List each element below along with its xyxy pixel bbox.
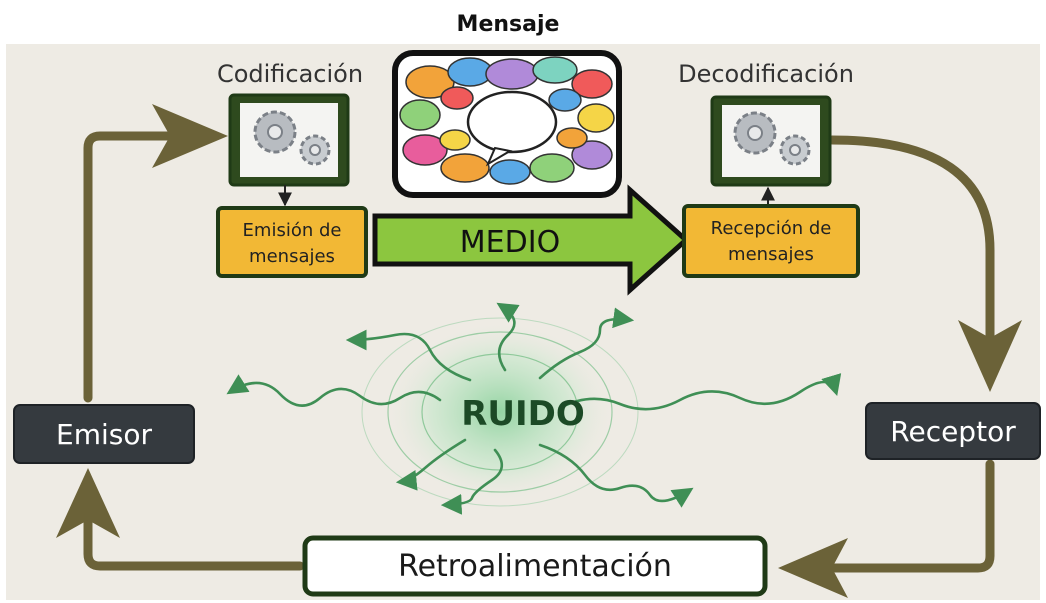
noise-area: RUIDO	[226, 302, 842, 515]
arrowhead-emisor	[56, 468, 120, 538]
codificacion-box	[228, 93, 350, 187]
title-mensaje: Mensaje	[457, 12, 560, 37]
retroalimentacion-label: Retroalimentación	[398, 549, 672, 584]
emision-label-line2: mensajes	[249, 246, 335, 267]
noise-wave-down	[440, 448, 504, 515]
speech-bubbles-icon	[399, 56, 615, 185]
arrowhead-receptor	[958, 320, 1022, 392]
decodificacion-box	[710, 95, 832, 187]
noise-wave-left	[226, 374, 442, 407]
recepcion-box: Recepción de mensajes	[682, 204, 860, 278]
arrowhead-retro	[778, 538, 848, 598]
gear-icon	[253, 110, 331, 166]
noise-wave-downright	[538, 443, 694, 508]
cycle-arrowheads	[56, 104, 1022, 598]
noise-wave-downleft	[395, 438, 467, 491]
decodificacion-label: Decodificación	[678, 60, 854, 88]
cycle-arrow-emisor-to-codificacion	[83, 131, 173, 403]
noise-wave-upright	[538, 307, 635, 380]
arrowhead-codificacion	[152, 104, 228, 168]
noise-wave-upleft	[345, 329, 472, 382]
codificacion-label: Codificación	[217, 60, 363, 88]
emisor-label: Emisor	[56, 418, 152, 451]
gear-icon-decodificacion	[733, 111, 811, 166]
receptor-box: Receptor	[865, 402, 1041, 460]
cycle-arrow-decodificacion-to-receptor	[827, 135, 995, 353]
message-bubbles-image	[392, 50, 622, 198]
noise-wave-right	[558, 373, 842, 411]
noise-waves	[226, 302, 842, 515]
recepcion-label-line1: Recepción de	[711, 218, 832, 239]
cycle-arrow-retro-to-emisor	[83, 505, 305, 571]
medio-arrow: MEDIO	[372, 184, 690, 296]
emisor-box: Emisor	[13, 404, 195, 464]
retroalimentacion-box: Retroalimentación	[302, 535, 768, 597]
recepcion-label-line2: mensajes	[728, 244, 814, 265]
medio-label: MEDIO	[460, 225, 560, 260]
receptor-label: Receptor	[890, 415, 1016, 448]
noise-label: RUIDO	[461, 394, 585, 434]
emision-box: Emisión de mensajes	[216, 206, 368, 278]
cycle-arrow-receptor-to-retro	[825, 459, 995, 573]
noise-wave-up	[496, 302, 520, 372]
cycle-arrows	[83, 131, 995, 573]
emision-label-line1: Emisión de	[243, 220, 342, 241]
